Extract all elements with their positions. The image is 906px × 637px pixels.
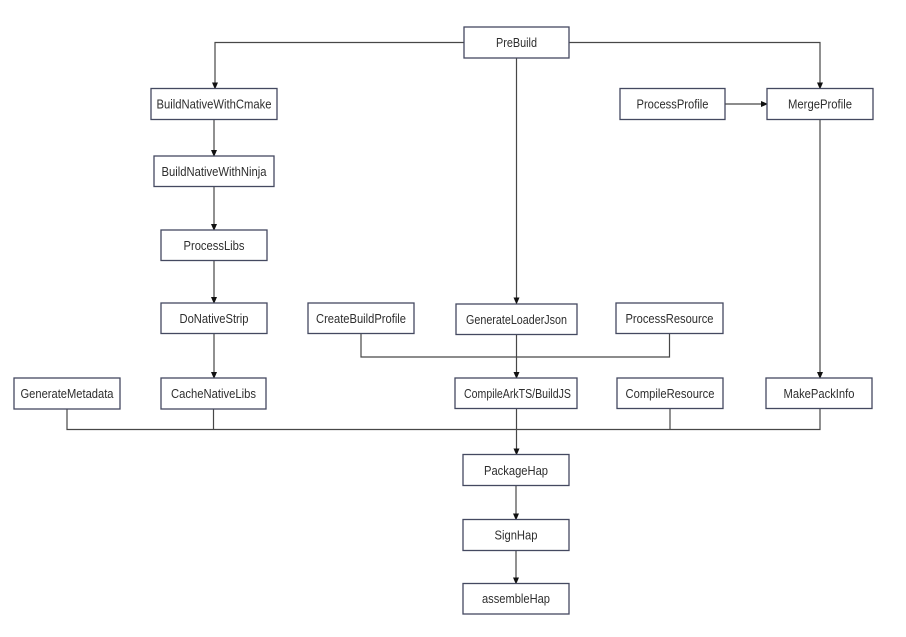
svg-text:PreBuild: PreBuild [496,36,537,50]
svg-text:PackageHap: PackageHap [484,464,548,478]
svg-text:CacheNativeLibs: CacheNativeLibs [171,387,256,401]
svg-text:assembleHap: assembleHap [482,592,550,606]
svg-text:CreateBuildProfile: CreateBuildProfile [316,312,406,326]
svg-text:MakePackInfo: MakePackInfo [784,387,855,401]
svg-text:GenerateMetadata: GenerateMetadata [21,387,114,401]
svg-text:ProcessLibs: ProcessLibs [184,239,245,253]
svg-text:ProcessResource: ProcessResource [626,312,714,326]
svg-text:MergeProfile: MergeProfile [788,98,852,112]
svg-text:BuildNativeWithNinja: BuildNativeWithNinja [162,165,267,179]
svg-text:DoNativeStrip: DoNativeStrip [180,312,249,326]
svg-text:CompileResource: CompileResource [626,387,715,401]
svg-text:ProcessProfile: ProcessProfile [637,98,709,112]
svg-text:SignHap: SignHap [495,529,538,543]
svg-text:GenerateLoaderJson: GenerateLoaderJson [466,313,567,327]
svg-text:BuildNativeWithCmake: BuildNativeWithCmake [157,98,272,112]
svg-text:CompileArkTS/BuildJS: CompileArkTS/BuildJS [464,387,571,401]
